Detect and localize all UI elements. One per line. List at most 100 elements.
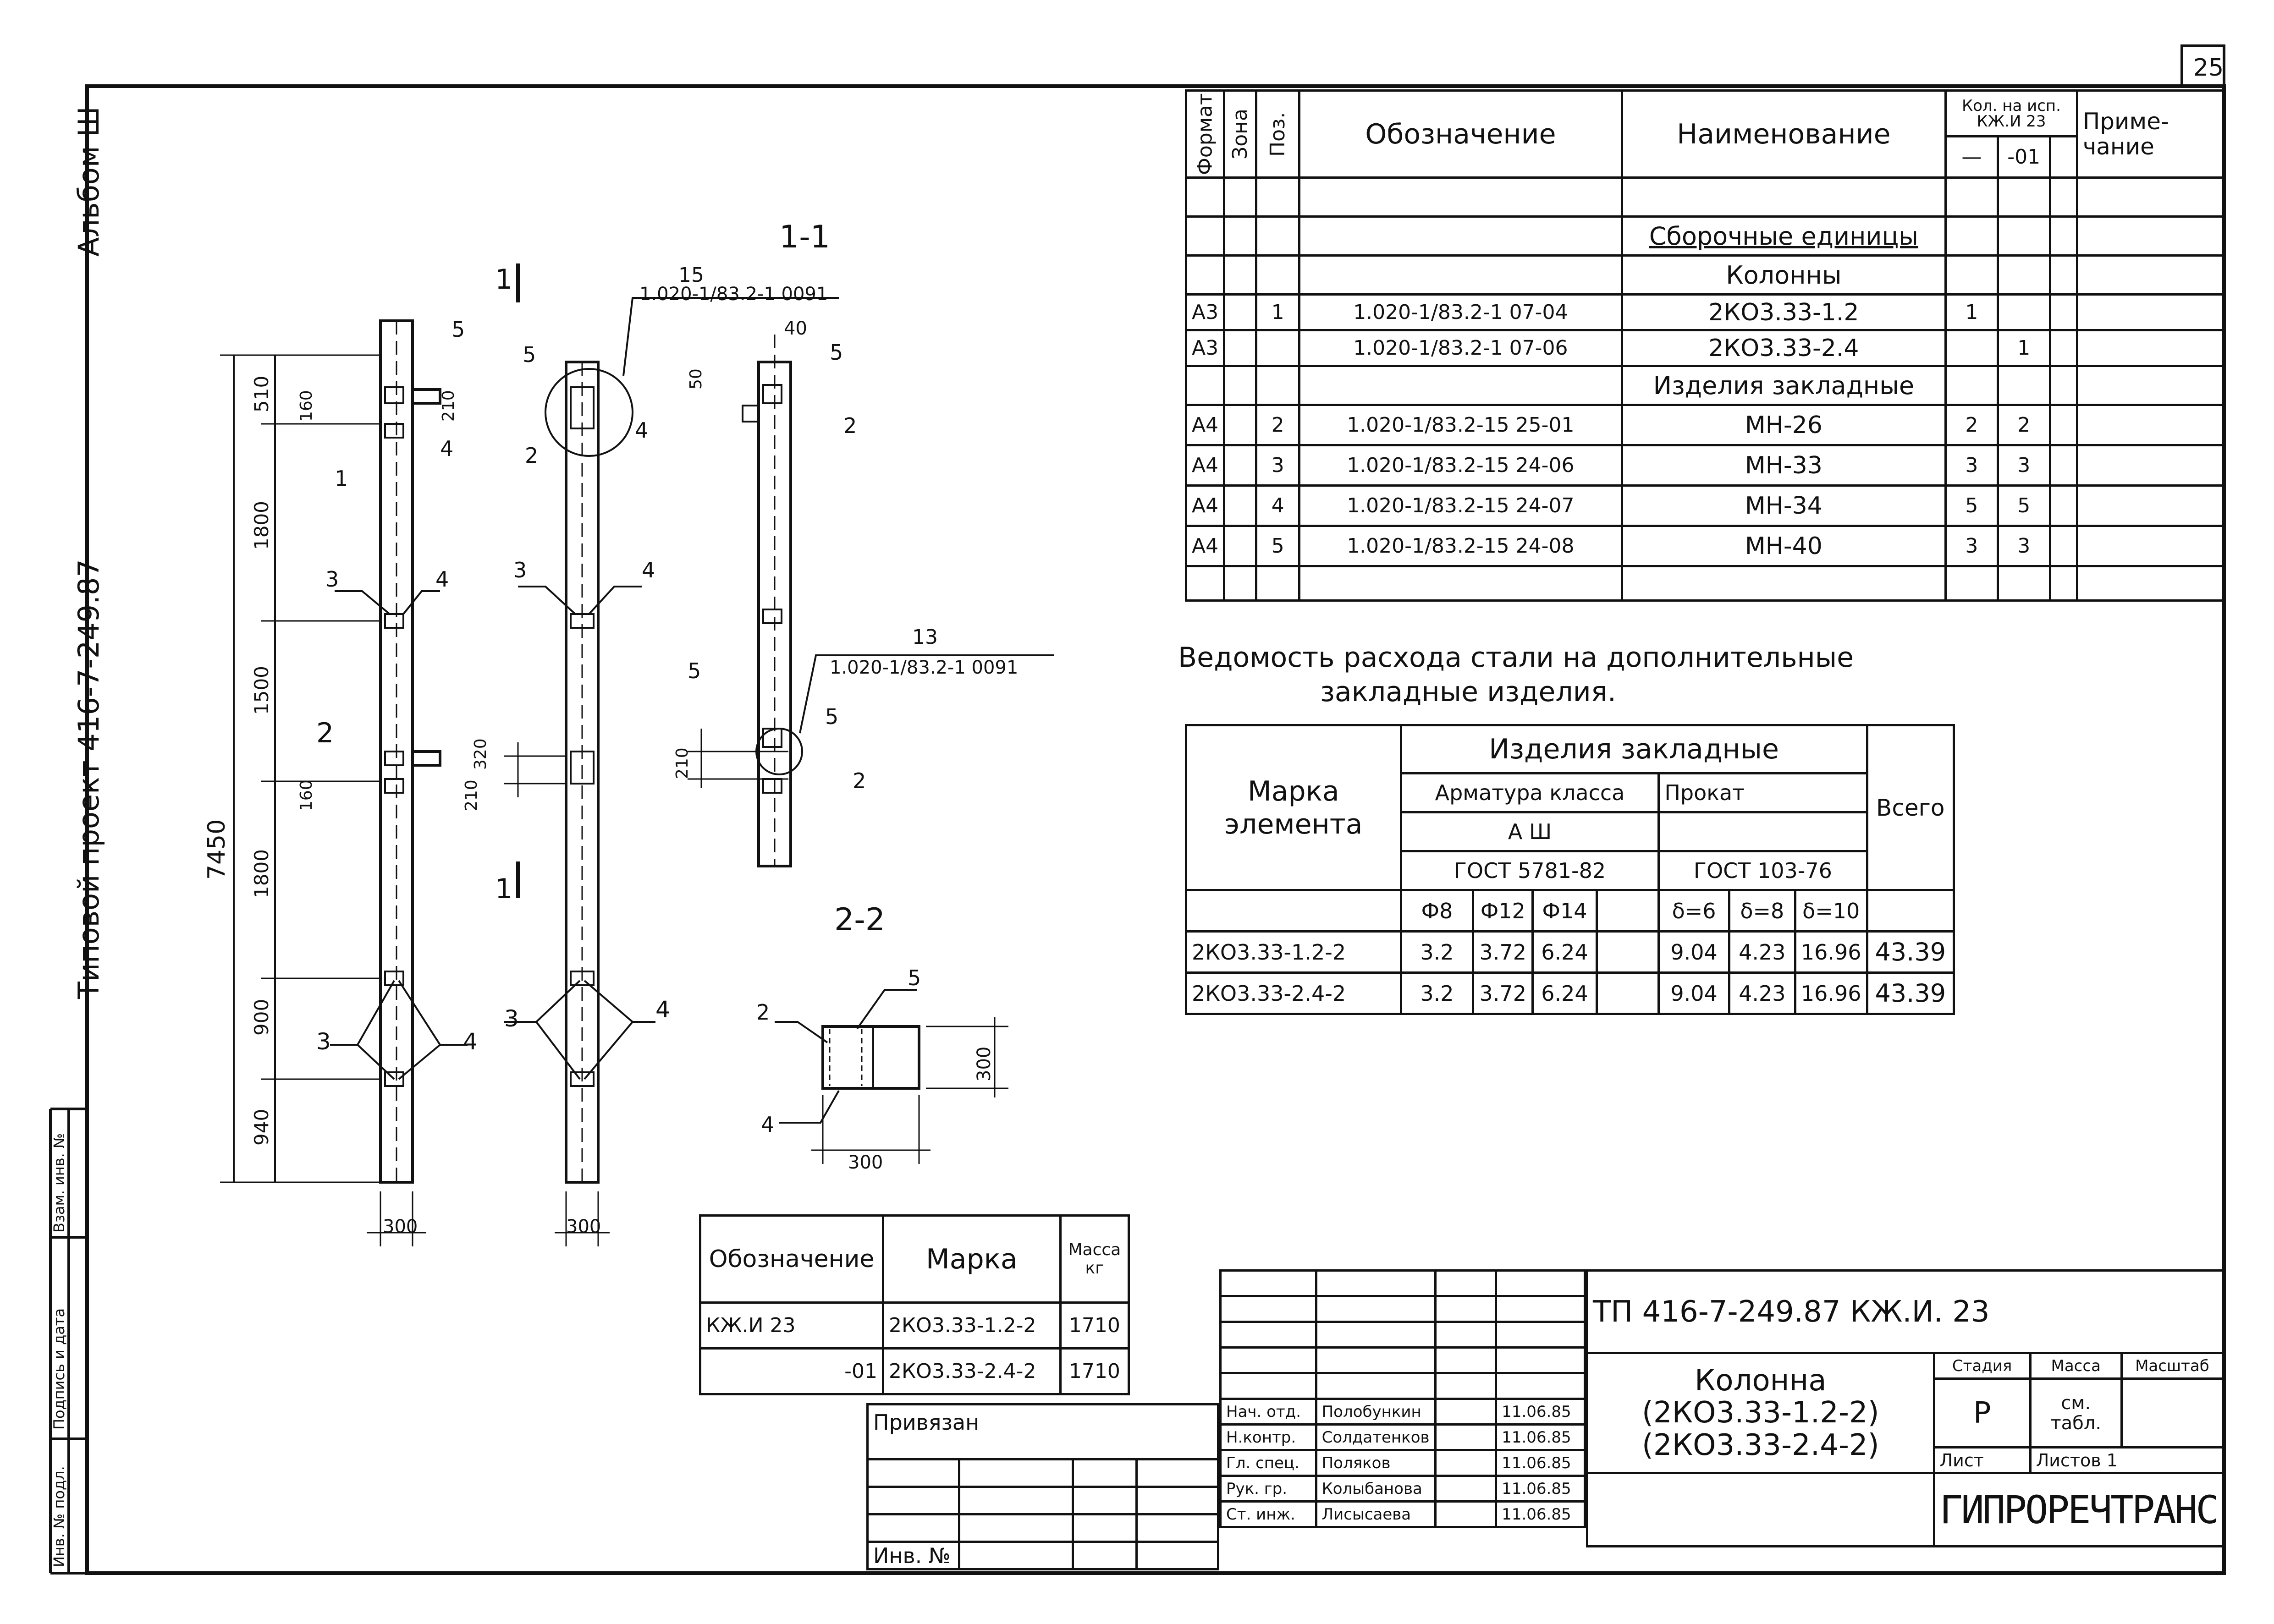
company-name: ГИПРОРЕЧТРАНС — [1933, 1472, 2224, 1547]
ref-top-num: 15 — [678, 263, 704, 287]
steel-h-element: Марка элемента — [1185, 724, 1402, 891]
pos-label-5e: 5 — [825, 704, 838, 729]
dim-50: 50 — [687, 368, 705, 390]
dim-40: 40 — [784, 318, 807, 339]
mark-h-designation: Обозначение — [699, 1214, 884, 1304]
spec-section-assembly: Сборочные единицы — [1620, 215, 1947, 257]
linked-box: Привязан Инв. № — [866, 1403, 1220, 1570]
spec-section-embedded: Изделия закладные — [1620, 365, 1947, 406]
linked-label: Привязан — [866, 1403, 1219, 1460]
dim-1500: 1500 — [250, 666, 273, 715]
pos-label-5b: 5 — [523, 342, 536, 367]
dim-1800-a: 1800 — [250, 501, 273, 550]
spec-h-qty: Кол. на исп. КЖ.И 23 — [1944, 89, 2078, 137]
dim-510: 510 — [250, 376, 273, 412]
steel-h-embedded: Изделия закладные — [1399, 724, 1868, 774]
steel-table: Марка элемента Изделия закладные Всего А… — [1185, 724, 1955, 1015]
width-22: 300 — [848, 1152, 883, 1173]
mark-table: Обозначение Марка Масса кг КЖ.И 23 2КО3.… — [699, 1214, 1130, 1395]
steel-title-2: закладные изделия. — [1320, 676, 1616, 708]
spec-table: Формат Зона Поз. Обозначение Наименовани… — [1184, 89, 2224, 602]
pos-label-5c: 5 — [830, 340, 843, 365]
mark-h-mark: Марка — [881, 1214, 1062, 1304]
height-22: 300 — [974, 1047, 995, 1081]
pos-label-2d: 2 — [756, 1000, 770, 1025]
spec-h-zone: Зона — [1224, 90, 1256, 178]
width-2: 300 — [566, 1216, 601, 1237]
dim-160-a: 160 — [297, 390, 316, 422]
object-name-cell: Колонна (2КО3.33-1.2-2) (2КО3.33-2.4-2) — [1586, 1352, 1935, 1474]
spec-h-designation: Обозначение — [1298, 89, 1623, 179]
pos-label-4a: 4 — [440, 436, 453, 461]
ref-top: 1.020-1/83.2-1 0091 — [639, 284, 828, 305]
pos-label-4g: 4 — [761, 1112, 774, 1137]
steel-h-total: Всего — [1866, 724, 1955, 891]
dim-940: 940 — [250, 1109, 273, 1146]
spec-row: А4 5 1.020-1/83.2-15 24-08 МН-40 3 3 — [1184, 525, 2224, 567]
steel-h-gost-rebar: ГОСТ 5781-82 — [1399, 850, 1660, 891]
pos-label-4e: 4 — [642, 558, 655, 582]
signature-row: Гл. спец. Поляков 11.06.85 — [1219, 1449, 1586, 1477]
spec-h-pos: Поз. — [1256, 90, 1299, 178]
drawing-code: ТП 416-7-249.87 КЖ.И. 23 — [1586, 1269, 2224, 1354]
sheet-label: Лист — [1933, 1446, 2032, 1474]
dim-320: 320 — [471, 738, 490, 770]
steel-title-1: Ведомость расхода стали на дополнительны… — [1178, 642, 1854, 674]
mark-row: КЖ.И 23 2КО3.33-1.2-2 1710 — [699, 1301, 1130, 1350]
steel-h-rolled: Прокат — [1657, 772, 1868, 813]
pos-label-3d: 3 — [504, 1005, 519, 1032]
pos-label-3c: 3 — [513, 558, 527, 582]
steel-row: 2КО3.33-1.2-2 3.2 3.72 6.24 9.04 4.23 16… — [1185, 930, 1955, 974]
ref-mid: 1.020-1/83.2-1 0091 — [830, 657, 1018, 678]
spec-h-note: Приме-чание — [2076, 89, 2224, 179]
pos-label-4c: 4 — [463, 1028, 478, 1055]
album-label: Альбом Ш — [72, 106, 105, 257]
title-main: ТП 416-7-249.87 КЖ.И. 23 Колонна (2КО3.3… — [1586, 1269, 2224, 1547]
pos-label-5f: 5 — [908, 966, 921, 990]
ref-mid-num: 13 — [912, 625, 938, 649]
spec-h-qty-b: -01 — [1996, 135, 2051, 179]
mark-row: -01 2КО3.33-2.4-2 1710 — [699, 1347, 1130, 1395]
pos-label-2a: 2 — [525, 443, 538, 468]
mass-value: см. табл. — [2029, 1377, 2123, 1448]
dim-900: 900 — [250, 999, 273, 1036]
cut-mark-bottom: 1 — [495, 873, 512, 905]
spec-row: А3 1 1.020-1/83.2-1 07-04 2КО3.33-1.2 1 — [1184, 293, 2224, 331]
pos-label-4b: 4 — [435, 567, 449, 592]
stamp-inv: Инв. № подл. — [50, 1466, 68, 1567]
section-11-label: 1-1 — [779, 219, 830, 255]
pos-label-5a: 5 — [451, 317, 465, 342]
object-mark-2: (2КО3.33-2.4-2) — [1641, 1428, 1879, 1462]
sheets-label: Листов 1 — [2029, 1446, 2224, 1474]
pos-label-4d: 4 — [635, 418, 648, 443]
object-mark-1: (2КО3.33-1.2-2) — [1641, 1396, 1879, 1430]
dim-220: 210 — [673, 747, 692, 779]
dim-210-a: 210 — [439, 390, 458, 422]
steel-h-class: А Ш — [1399, 811, 1660, 852]
spec-h-name: Наименование — [1620, 89, 1947, 179]
inv-label: Инв. № — [866, 1541, 960, 1570]
stage-value: Р — [1933, 1377, 2032, 1448]
revision-grid: Нач. отд. Полобункин 11.06.85 Н.контр. С… — [1219, 1269, 1586, 1528]
dim-160-b: 160 — [297, 779, 316, 811]
spec-row: А4 2 1.020-1/83.2-15 25-01 МН-26 2 2 — [1184, 404, 2224, 446]
signature-row: Н.контр. Солдатенков 11.06.85 — [1219, 1423, 1586, 1451]
object-name: Колонна — [1694, 1363, 1827, 1398]
project-label: Типовой проект 416-7-249.87 — [72, 559, 105, 999]
spec-row: А4 4 1.020-1/83.2-15 24-07 МН-34 5 5 — [1184, 484, 2224, 527]
signature-row: Нач. отд. Полобункин 11.06.85 — [1219, 1398, 1586, 1426]
steel-row: 2КО3.33-2.4-2 3.2 3.72 6.24 9.04 4.23 16… — [1185, 971, 1955, 1015]
dim-total: 7450 — [203, 819, 231, 880]
sheet-number: 25 — [2193, 54, 2224, 82]
mark-h-mass: Масса кг — [1059, 1214, 1130, 1304]
spec-h-qty-a: — — [1944, 135, 1999, 179]
pos-label-1: 1 — [335, 466, 348, 491]
pos-label-2c: 2 — [853, 768, 866, 793]
pos-label-3a: 3 — [325, 567, 339, 592]
stage-label: Стадия — [1933, 1352, 2032, 1380]
dim-210-b: 210 — [462, 779, 481, 811]
spec-section-columns: Колонны — [1620, 254, 1947, 296]
scale-label: Масштаб — [2120, 1352, 2224, 1380]
pos-label-3b: 3 — [316, 1028, 331, 1055]
